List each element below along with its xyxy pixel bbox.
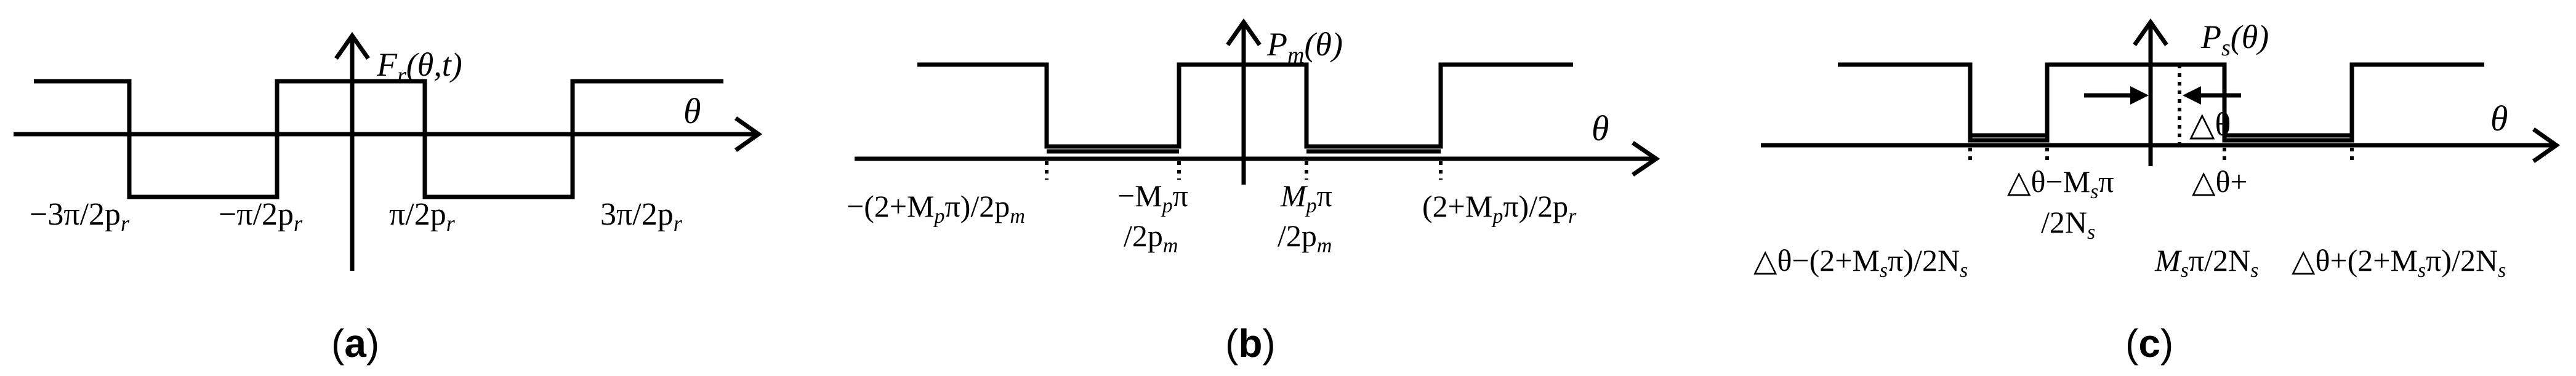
panel-c-shift-arrow-right-icon — [2183, 86, 2201, 105]
panel-c: △θ Ps(θ) θ △θ−(2+Msπ)/2Ns △θ−Msπ /2Ns △θ… — [1753, 18, 2561, 366]
panel-a: Fr(θ,t) θ −3π/2pr −π/2pr π/2pr 3π/2pr (a… — [14, 31, 763, 366]
panel-c-tick-label: △θ+ — [2192, 164, 2248, 199]
panel-b-tick-label: /2pm — [1124, 218, 1178, 257]
panel-c-caption: (c) — [2125, 321, 2173, 366]
panel-b-tick-label: −(2+Mpπ)/2pm — [847, 189, 1025, 228]
panel-c-tick-label: /2Ns — [2041, 205, 2095, 244]
panel-c-x-label: θ — [2490, 98, 2508, 138]
panel-b-tick-label: Mpπ — [1280, 178, 1332, 217]
panel-c-y-label: Ps(θ) — [2200, 18, 2269, 61]
panel-a-y-label: Fr(θ,t) — [376, 46, 462, 89]
panel-a-tick-label: −3π/2pr — [30, 197, 130, 236]
panel-a-y-arrow-icon — [334, 31, 370, 60]
panel-a-caption: (a) — [331, 321, 379, 366]
panel-b-tick-label: (2+Mpπ)/2pr — [1422, 189, 1577, 228]
panel-c-shift-label: △θ — [2189, 106, 2231, 143]
panel-b: Pm(θ) θ −(2+Mpπ)/2pm −Mpπ /2pm Mpπ /2pm … — [847, 18, 1660, 366]
panel-a-tick-label: π/2pr — [389, 197, 456, 236]
panel-a-x-label: θ — [683, 91, 701, 131]
panel-b-square-wave — [917, 62, 1573, 149]
panel-b-caption: (b) — [1225, 321, 1276, 366]
panel-c-shift-arrow-left-icon — [2130, 86, 2149, 105]
panel-c-tick-label: △θ−Msπ — [2007, 164, 2114, 203]
panel-c-square-wave — [1838, 62, 2484, 143]
panel-a-square-wave — [34, 79, 723, 199]
panel-c-tick-label: Msπ/2Ns — [2154, 243, 2258, 282]
panel-a-tick-label: 3π/2pr — [600, 197, 683, 236]
panel-b-tick-label: /2pm — [1278, 218, 1332, 257]
panel-b-tick-label: −Mpπ — [1117, 178, 1188, 217]
panel-b-x-arrow-icon — [1632, 141, 1660, 177]
panel-a-tick-label: −π/2pr — [219, 197, 303, 236]
panel-c-x-arrow-icon — [2532, 127, 2561, 163]
panel-c-tick-label: △θ+(2+Msπ)/2Ns — [2292, 243, 2506, 282]
panel-b-y-arrow-icon — [1226, 18, 1262, 47]
panel-b-y-label: Pm(θ) — [1266, 26, 1343, 68]
panel-c-y-arrow-icon — [2133, 18, 2168, 47]
panel-a-x-arrow-icon — [734, 116, 763, 152]
panel-c-tick-label: △θ−(2+Msπ)/2Ns — [1753, 243, 1968, 282]
panel-b-x-label: θ — [1592, 108, 1609, 148]
